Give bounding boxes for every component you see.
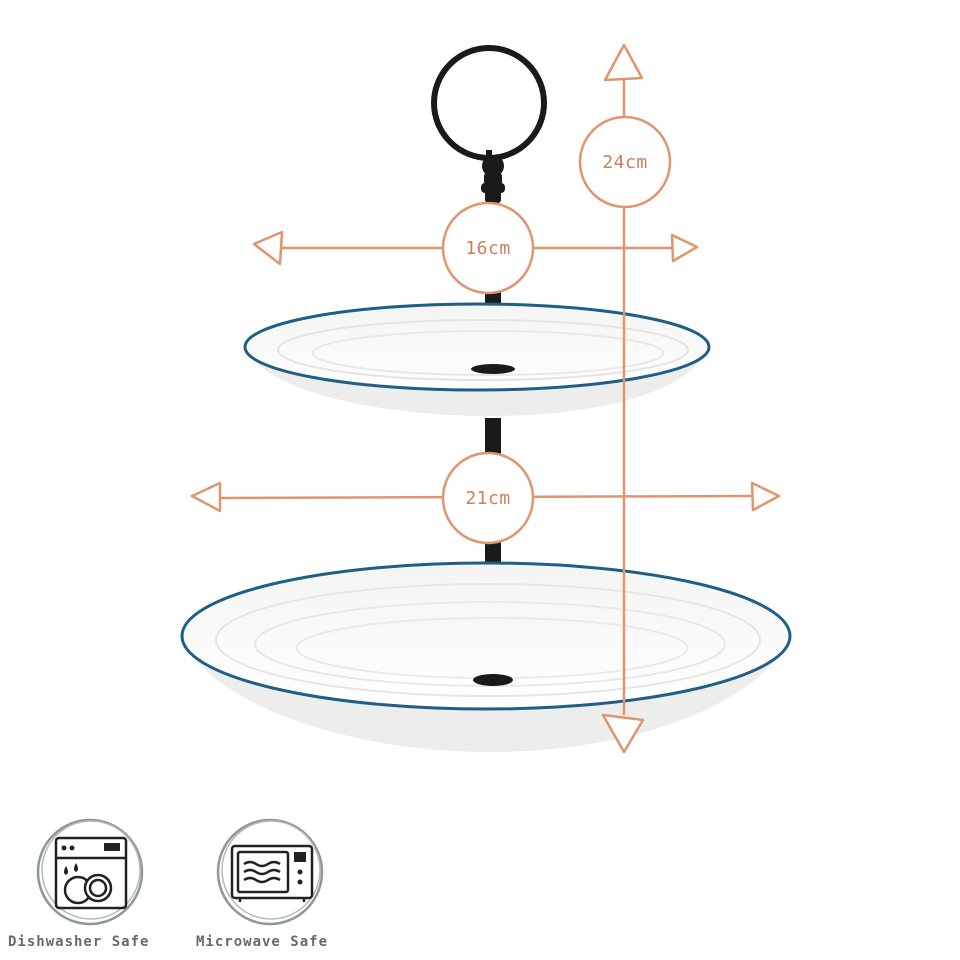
bottom-tier-dimension (190, 451, 781, 545)
arrow-down-icon (601, 713, 645, 754)
cake-stand (180, 45, 792, 752)
ring-handle (431, 45, 547, 161)
bottom-plate (180, 561, 792, 752)
top-tier-label: 16cm (465, 238, 510, 259)
arrow-up-icon (603, 43, 644, 82)
dishwasher-icon (54, 836, 128, 910)
height-dimension (578, 43, 672, 754)
arrow-left-icon (190, 481, 222, 513)
microwave-safe-label: Microwave Safe (196, 934, 329, 950)
arrow-right-icon (750, 481, 781, 512)
dishwasher-safe-label: Dishwasher Safe (8, 934, 150, 950)
microwave-icon (230, 844, 314, 902)
stand-finial (481, 150, 505, 203)
arrow-right-icon (670, 233, 699, 263)
top-plate (243, 302, 711, 416)
dimension-annotations (190, 43, 781, 754)
height-label: 24cm (602, 152, 647, 173)
microwave-safe-badge (216, 818, 324, 926)
top-tier-dimension (252, 201, 699, 295)
dishwasher-safe-badge (36, 818, 144, 926)
arrow-left-icon (252, 230, 284, 266)
bottom-tier-label: 21cm (465, 488, 510, 509)
